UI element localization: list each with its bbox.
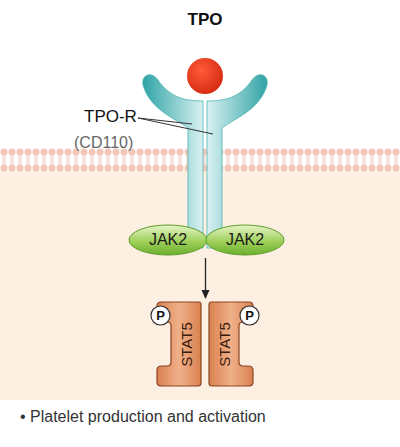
signal-arrow (205, 258, 206, 298)
node-label: JAK2 (149, 231, 187, 249)
leader-line (138, 118, 192, 124)
ligand-label: TPO (185, 10, 225, 30)
node-label: P (156, 308, 165, 323)
receptor-label: TPO-R (84, 107, 137, 127)
phosphate-circle: P (150, 305, 171, 326)
node-label: JAK2 (226, 231, 264, 249)
outcome-bullet: • Platelet production and activation (20, 408, 266, 426)
stat-protein: STAT5 P (155, 300, 203, 388)
receptor-chain (207, 75, 267, 248)
kinase-oval: JAK2 (128, 224, 208, 256)
leader-line (138, 118, 213, 134)
receptor-alias: (CD110) (74, 134, 133, 152)
node-label: STAT5 (177, 322, 194, 366)
phosphate-circle: P (239, 305, 260, 326)
stat-protein: STAT5 P (207, 300, 255, 388)
receptor-chain (143, 75, 203, 248)
node-label: STAT5 (215, 322, 232, 366)
node-text-wrap: JAK2 (205, 224, 285, 256)
node-text-wrap: P (239, 305, 260, 326)
tpo-ligand (187, 58, 223, 94)
node-label: P (245, 308, 254, 323)
kinase-oval: JAK2 (205, 224, 285, 256)
node-text-wrap: JAK2 (128, 224, 208, 256)
node-text-wrap: P (150, 305, 171, 326)
